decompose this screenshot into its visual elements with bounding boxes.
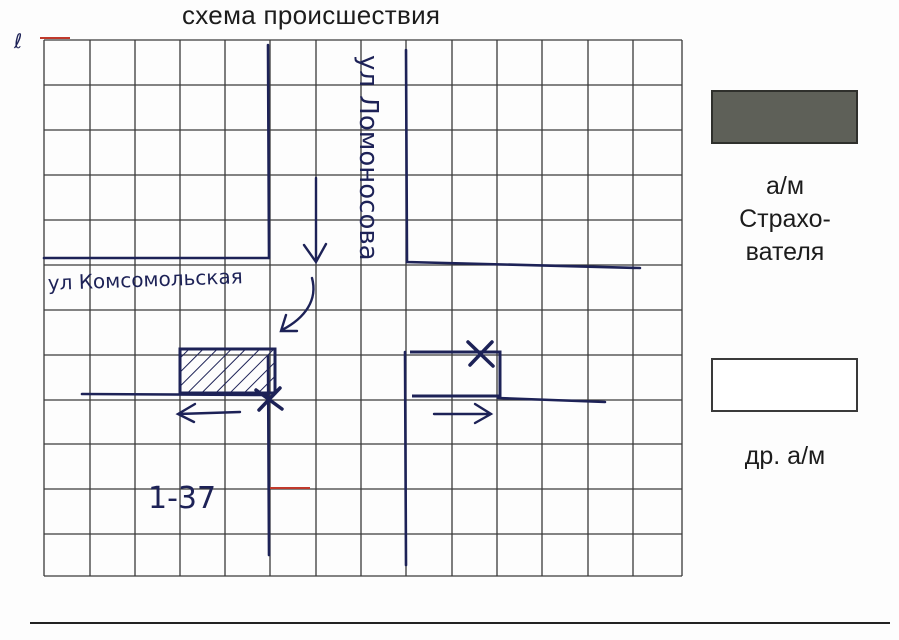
bottom-rule — [30, 622, 890, 624]
legend-insurer-line3: вателя — [745, 238, 825, 266]
road-edge-bottom-right — [496, 396, 607, 404]
arrow-left — [175, 402, 242, 424]
legend-other: др. а/м — [744, 442, 826, 470]
insurer-car — [178, 347, 277, 395]
street-label-vertical: ул Ломоносова — [353, 55, 383, 261]
legend-swatch-other — [711, 358, 858, 412]
other-car — [410, 350, 502, 398]
road-edge-right-vertical — [404, 48, 642, 270]
street-label-horizontal: ул Комсомольская — [47, 264, 243, 295]
legend-insurer-line2: Страхо- — [739, 205, 831, 233]
impact-mark-2 — [466, 340, 495, 368]
arrow-turn — [279, 276, 315, 333]
legend-insurer-line1: а/м — [765, 172, 805, 200]
diagram-title: схема происшествия — [182, 0, 441, 30]
arrow-down — [302, 176, 328, 265]
road-edges — [42, 43, 642, 567]
vehicle-marker: 1-37 — [148, 481, 216, 516]
arrows — [175, 176, 494, 425]
arrow-right — [432, 402, 494, 425]
road-edge-right-vertical-lower — [403, 350, 408, 567]
margin-scribble: ℓ — [13, 29, 22, 53]
impact-mark-1 — [254, 386, 284, 412]
legend-swatch-insurer — [711, 90, 858, 144]
road-edge-left-vertical — [266, 43, 271, 260]
road-edge-bottom-left — [80, 392, 270, 397]
